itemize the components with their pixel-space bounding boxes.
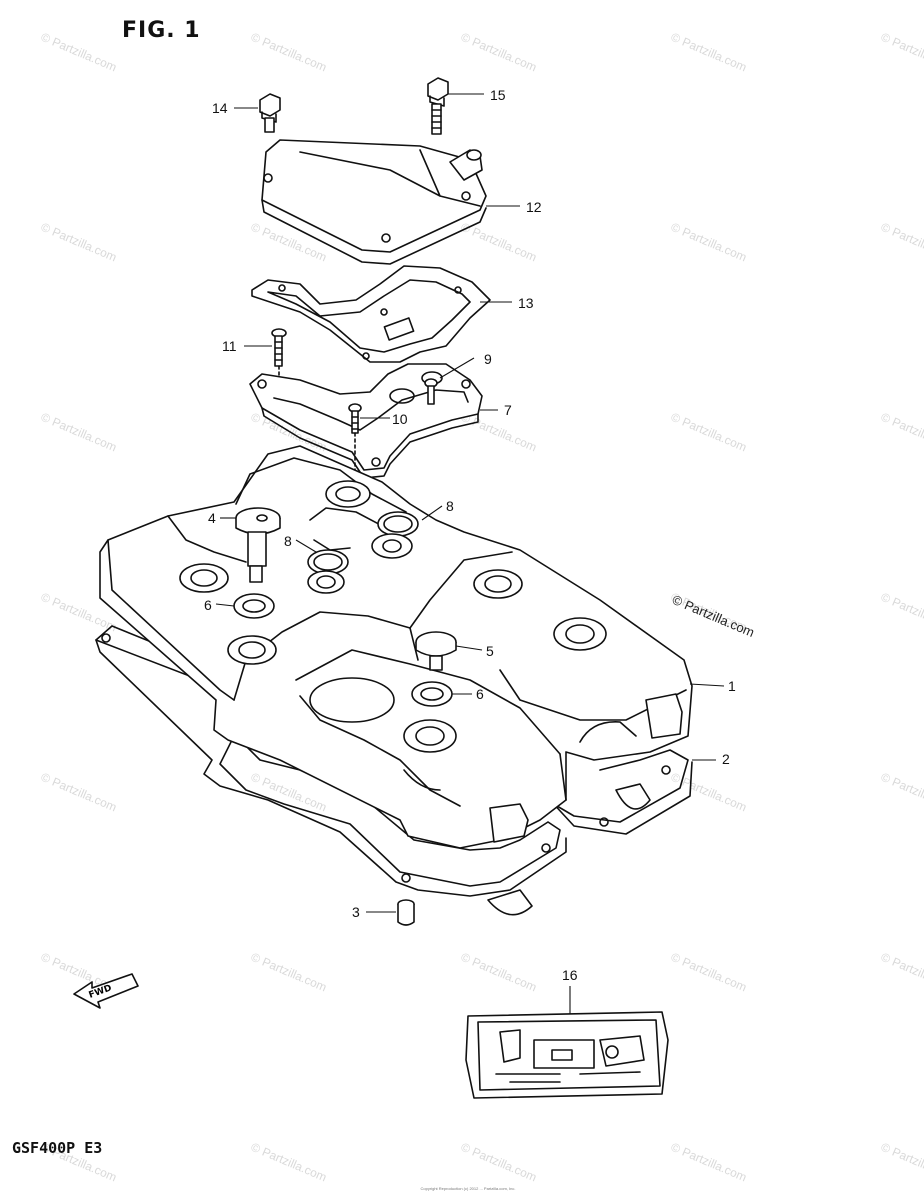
watermark-text: © Partzilla.com [39,220,119,264]
callout-13: 13 [518,295,534,311]
callout-11: 11 [222,338,237,354]
callout-6b: 6 [476,686,484,702]
callout-14: 14 [212,100,228,116]
watermark-text: © Partzilla.com [39,770,119,814]
washer-6-shapes [233,593,453,707]
callout-7: 7 [504,402,512,418]
watermark-text: © Partzilla.com [669,410,749,454]
watermark-text: © Partzilla.com [879,770,924,814]
callout-10: 10 [392,411,408,427]
callout-9: 9 [484,351,492,367]
head-cover-1-shape [99,445,693,849]
watermark-text: © Partzilla.com [879,30,924,74]
callout-12: 12 [526,199,542,215]
breather-cover-12-shape [261,139,487,265]
bolt-14-shape [259,93,281,133]
copyright-notice: Copyright Reproduction (c) 2012 ... Part… [420,1186,516,1191]
watermark-text: © Partzilla.com [669,220,749,264]
watermark-text: © Partzilla.com [459,1140,539,1184]
leader-lines [215,93,725,1014]
callout-3: 3 [352,904,360,920]
watermark-text: © Partzilla.com [249,950,329,994]
callout-8a: 8 [446,498,454,514]
dowel-3-shape [397,899,415,926]
callout-4: 4 [208,510,216,526]
model-code: GSF400P E3 [12,1139,103,1157]
watermark-text: © Partzilla.com [249,1140,329,1184]
bolt-4-shape [235,507,281,583]
watermark-text: © Partzilla.com [669,30,749,74]
watermark-text: © Partzilla.com [459,30,539,74]
watermark-text: © Partzilla.com [879,950,924,994]
watermark-text: © Partzilla.com [879,590,924,634]
watermark-text: © Partzilla.com [39,410,119,454]
gasket-13-shape [251,265,491,363]
watermark-text: © Partzilla.com [39,30,119,74]
watermark-text: © Partzilla.com [879,1140,924,1184]
watermark-text: © Partzilla.com [879,220,924,264]
screw-9-shape [424,378,438,405]
callout-1: 1 [728,678,736,694]
callout-8b: 8 [284,533,292,549]
callout-labels: 1 2 3 4 5 6 6 7 8 8 9 10 11 12 13 14 15 … [204,87,736,983]
watermark-text: © Partzilla.com [459,950,539,994]
callout-5: 5 [486,643,494,659]
watermark-text: © Partzilla.com [249,30,329,74]
callout-6a: 6 [204,597,212,613]
watermark-text: © Partzilla.com [669,1140,749,1184]
figure-title: FIG. 1 [122,18,201,43]
watermark-text: © Partzilla.com [459,410,539,454]
bolt-15-shape [427,77,449,135]
callout-15: 15 [490,87,506,103]
callout-2: 2 [722,751,730,767]
callout-16: 16 [562,967,578,983]
watermark-text: © Partzilla.com [879,410,924,454]
watermark-text: © Partzilla.com [669,950,749,994]
fwd-arrow-icon: FWD [73,973,139,1009]
bolt-5-shape [415,631,457,671]
plate-7-shape [249,363,483,479]
label-16-shape [465,1011,669,1099]
watermark-text: © Partzilla.com [669,770,749,814]
cover-bosses [179,480,607,753]
gasket-2-shape [95,625,693,916]
ring-8-shapes [307,511,419,594]
